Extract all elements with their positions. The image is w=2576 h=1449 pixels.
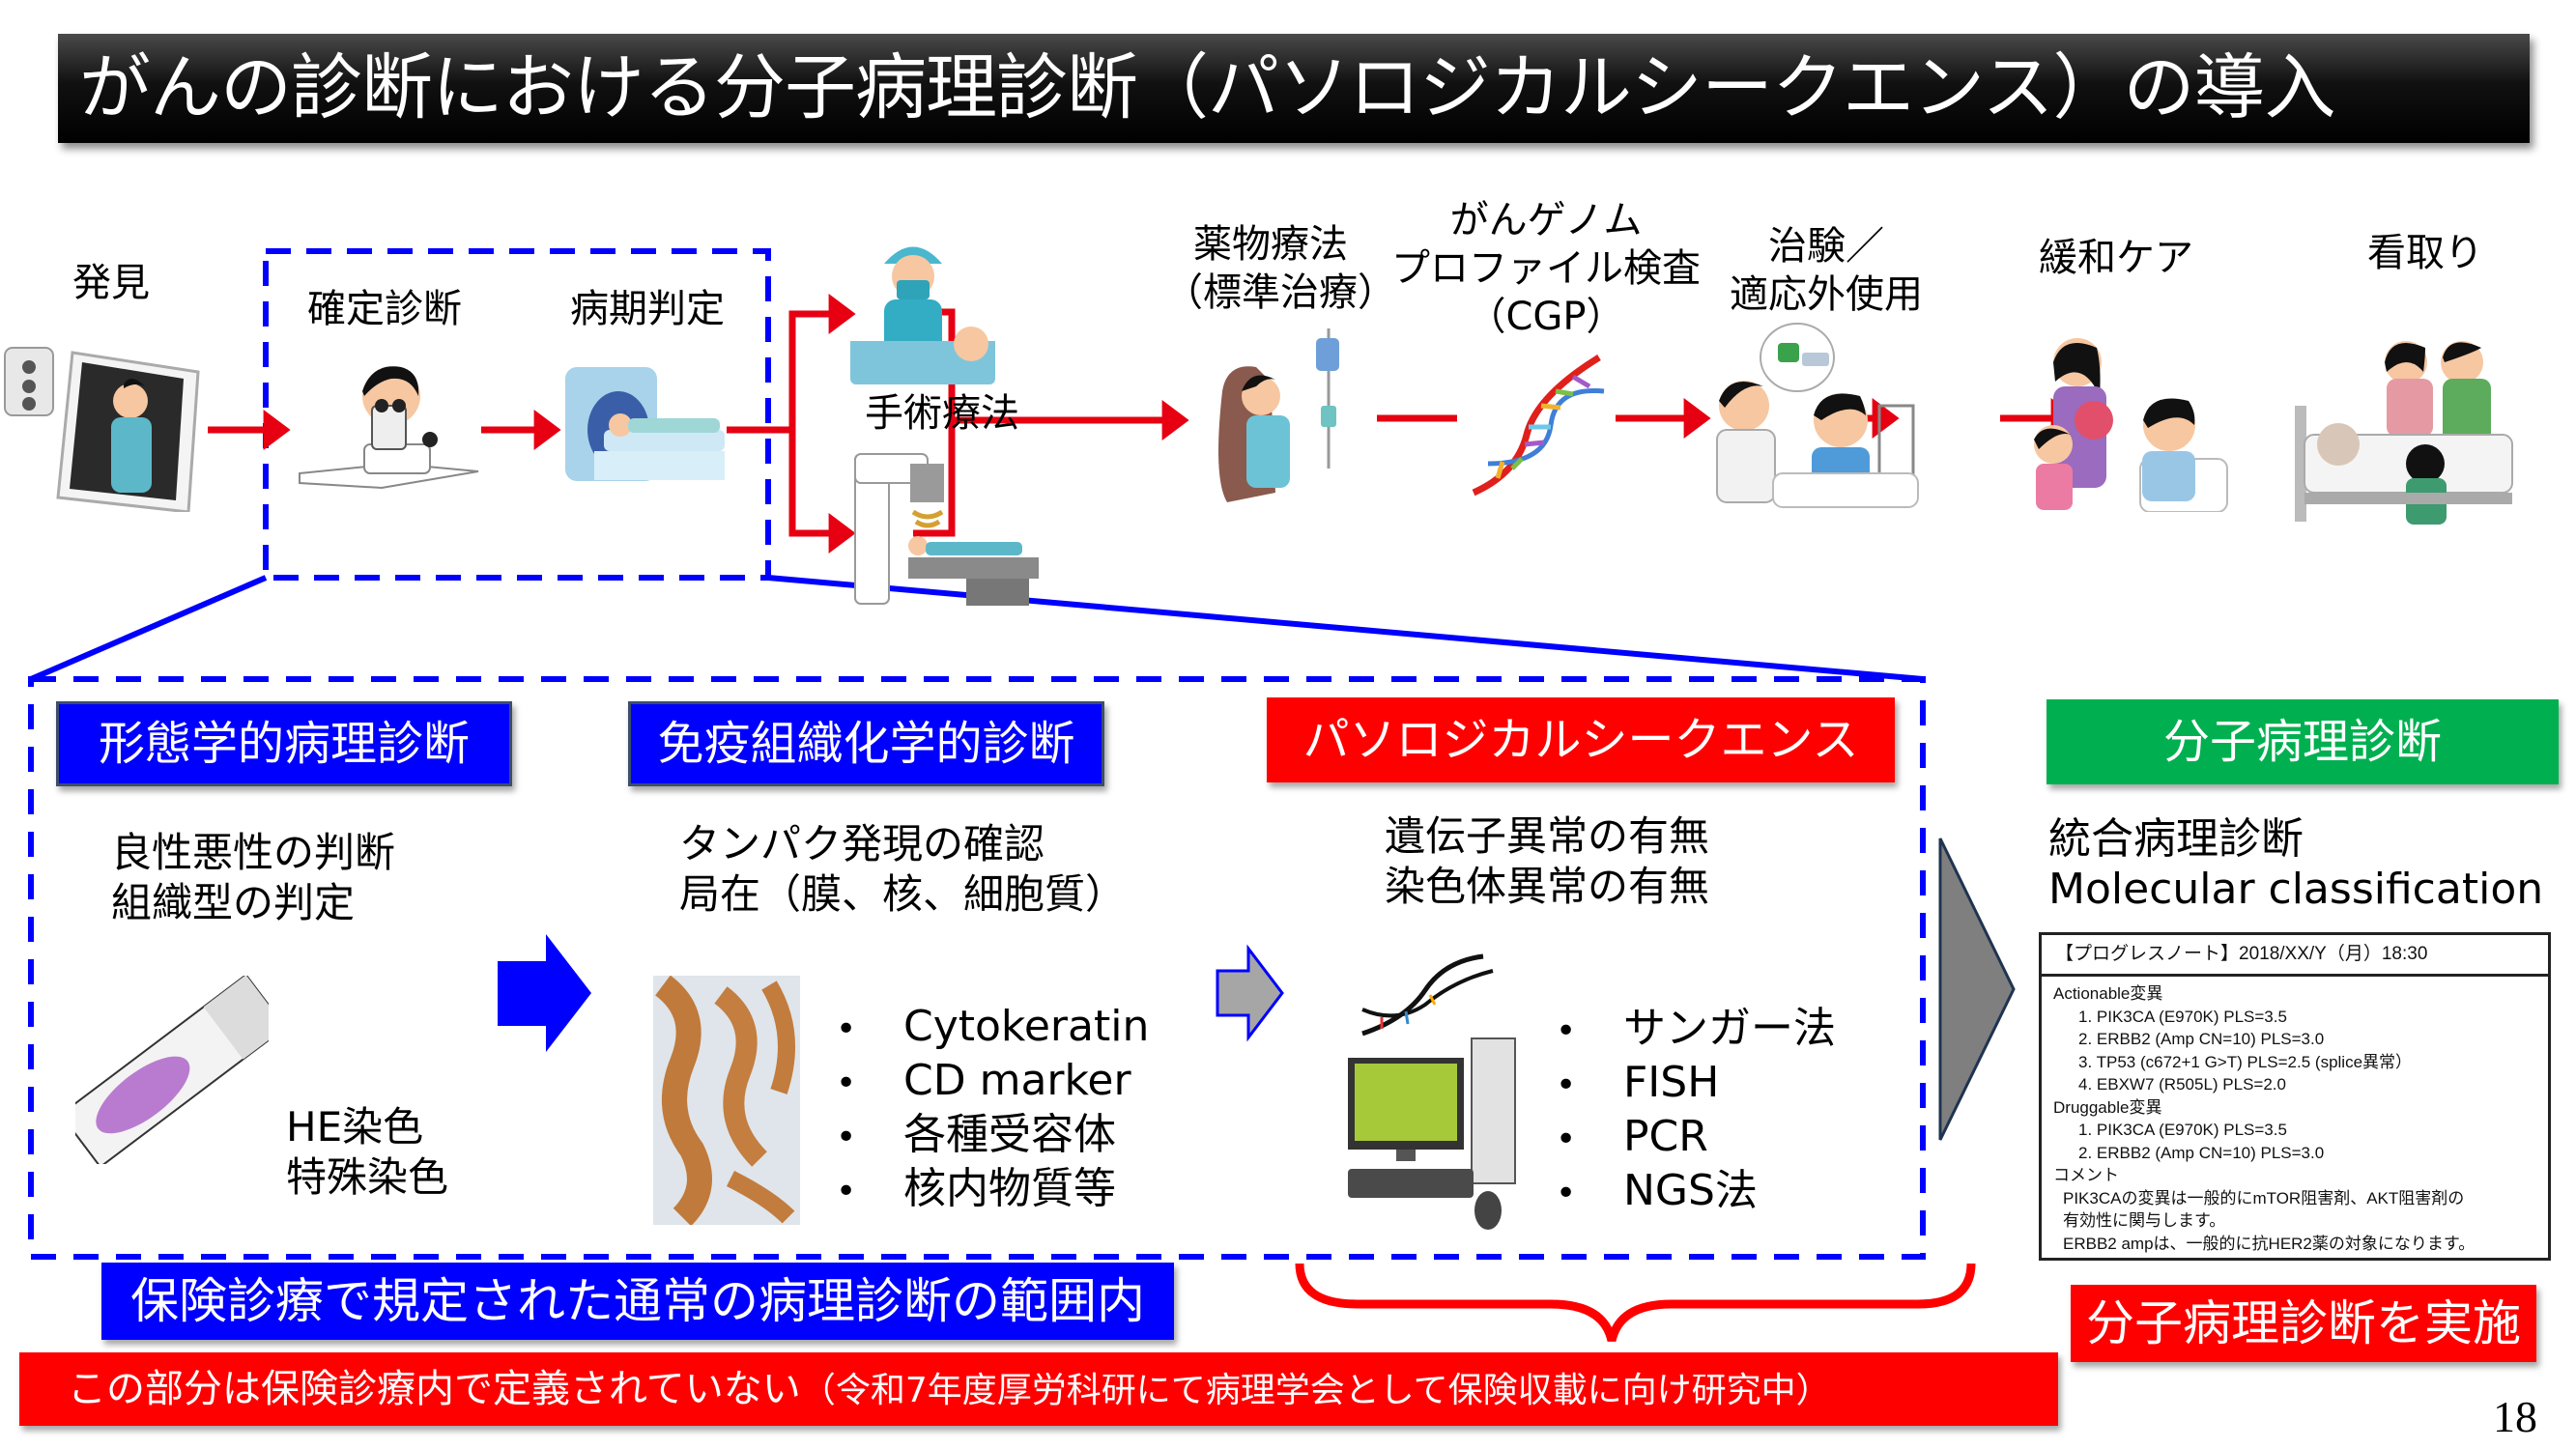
marker-item: CD marker: [826, 1055, 1149, 1109]
sequence-description: 遺伝子異常の有無 染色体異常の有無: [1385, 811, 1709, 912]
stain-list: HE染色 特殊染色: [286, 1102, 448, 1203]
flow-label-line: （CGP）: [1467, 295, 1625, 339]
not-defined-main: この部分は保険診療内で定義されていない: [68, 1367, 801, 1411]
molecular-diagnosis-action-badge: 分子病理診断を実施: [2071, 1285, 2536, 1362]
header-molecular-pathology: 分子病理診断: [2046, 699, 2559, 784]
report-heading: 【プログレスノート】2018/XX/Y（月）18:30: [2042, 935, 2548, 977]
flow-label-discovery: 発見: [72, 261, 150, 305]
surgeon-operating-icon: [850, 246, 995, 384]
flow-label-staging: 病期判定: [570, 287, 725, 331]
progress-note-report: 【プログレスノート】2018/XX/Y（月）18:30 Actionable変異…: [2039, 932, 2551, 1261]
xray-patient-icon: [4, 347, 200, 512]
arrow-morph-to-ihc: [498, 934, 591, 1052]
ihc-tissue-image: [653, 976, 800, 1225]
pathology-dashed-box: [28, 676, 1926, 1260]
marker-item: Cytokeratin: [826, 1001, 1149, 1055]
ihc-marker-list: Cytokeratin CD marker 各種受容体 核内物質等: [826, 1001, 1149, 1217]
flow-label-line: 治験／: [1768, 224, 1884, 269]
molecular-description: 統合病理診断 Molecular classification: [2048, 814, 2543, 915]
flow-label-line: がんゲノム: [1449, 198, 1643, 242]
brace: [1295, 1263, 1976, 1343]
comment-line: 有効性に関与します。: [2063, 1211, 2226, 1230]
actionable-item: 2. ERBB2 (Amp CN=10) PLS=3.0: [2078, 1030, 2325, 1048]
iv-drip-patient-icon: [1218, 328, 1339, 502]
doctor-patient-consult-icon: [1716, 323, 1919, 508]
family-visit-icon: [2034, 338, 2228, 512]
diagnosis-dashed-box: [263, 248, 771, 581]
insured-scope-banner: 保険診療で規定された通常の病理診断の範囲内: [101, 1263, 1174, 1340]
flow-label-definitive-diagnosis: 確定診断: [307, 287, 462, 331]
method-item: PCR: [1546, 1111, 1836, 1165]
description-line: 局在（膜、核、細胞質）: [679, 870, 1127, 918]
bedside-family-icon: [2295, 341, 2513, 525]
method-item: サンガー法: [1546, 1003, 1836, 1057]
computer-dna-icon: [1348, 953, 1516, 1230]
description-line: 良性悪性の判断: [111, 829, 396, 876]
description-line: 染色体異常の有無: [1385, 863, 1710, 910]
flow-label-palliative: 緩和ケア: [2039, 236, 2193, 280]
flow-label-drug-therapy: 薬物療法 （標準治療）: [1164, 220, 1396, 317]
description-line: 組織型の判定: [111, 879, 356, 926]
druggable-title: Druggable変異: [2053, 1097, 2162, 1117]
description-line: 遺伝子異常の有無: [1385, 812, 1710, 860]
comment-title: コメント: [2053, 1166, 2119, 1184]
description-line: タンパク発現の確認: [679, 820, 1045, 867]
radiation-therapy-icon: [854, 453, 1039, 606]
ct-scanner-icon: [565, 367, 725, 481]
flow-label-cgp: がんゲノム プロファイル検査 （CGP）: [1382, 196, 1710, 341]
method-item: FISH: [1546, 1057, 1836, 1111]
flow-label-line: 薬物療法: [1193, 222, 1348, 267]
stain-item: 特殊染色: [286, 1153, 449, 1201]
zoom-line-right: [767, 575, 1924, 682]
morphology-description: 良性悪性の判断 組織型の判定: [111, 828, 395, 928]
flow-label-line: （標準治療）: [1164, 270, 1396, 315]
actionable-item: 1. PIK3CA (E970K) PLS=3.5: [2078, 1007, 2287, 1026]
flow-label-trial: 治験／ 適応外使用: [1715, 222, 1937, 319]
page-number: 18: [2493, 1392, 2537, 1441]
druggable-item: 1. PIK3CA (E970K) PLS=3.5: [2078, 1121, 2287, 1139]
actionable-title: Actionable変異: [2053, 984, 2163, 1003]
not-defined-note: （令和7年度厚労科研にて病理学会として保険収載に向け研究中）: [800, 1371, 1831, 1410]
description-line: 統合病理診断: [2048, 814, 2304, 864]
branch-lower: [788, 430, 856, 554]
druggable-item: 2. ERBB2 (Amp CN=10) PLS=3.0: [2078, 1143, 2325, 1162]
flow-label-end-of-life: 看取り: [2367, 231, 2483, 275]
slide-title: がんの診断における分子病理診断（パソロジカルシークエンス）の導入: [58, 34, 2530, 143]
he-slide-icon: [75, 976, 269, 1164]
ihc-description: タンパク発現の確認 局在（膜、核、細胞質）: [679, 819, 1126, 920]
dna-helix-icon: [1472, 355, 1605, 497]
arrow-ihc-to-seq: [1216, 944, 1284, 1042]
zoom-line-left: [29, 575, 268, 682]
marker-item: 核内物質等: [826, 1163, 1149, 1217]
arrow-to-molecular: [1938, 838, 2016, 1141]
sequence-method-list: サンガー法 FISH PCR NGS法: [1546, 1003, 1836, 1219]
branch-upper: [788, 294, 856, 430]
not-defined-banner: この部分は保険診療内で定義されていない（令和7年度厚労科研にて病理学会として保険…: [19, 1352, 2058, 1426]
marker-item: 各種受容体: [826, 1109, 1149, 1163]
header-pathological-sequence: パソロジカルシークエンス: [1267, 697, 1895, 782]
flow-label-surgery: 手術療法: [865, 391, 1019, 436]
header-morphology: 形態学的病理診断: [56, 701, 512, 786]
doctor-microscope-icon: [299, 366, 479, 490]
header-ihc: 免疫組織化学的診断: [628, 701, 1104, 786]
actionable-item: 4. EBXW7 (R505L) PLS=2.0: [2078, 1075, 2286, 1094]
comment-line: PIK3CAの変異は一般的にmTOR阻害剤、AKT阻害剤の: [2063, 1188, 2465, 1208]
description-line: Molecular classification: [2048, 865, 2544, 914]
stain-item: HE染色: [286, 1103, 424, 1151]
comment-line: ERBB2 ampは、一般的に抗HER2薬の対象になります。: [2063, 1234, 2476, 1253]
method-item: NGS法: [1546, 1165, 1836, 1219]
flow-label-line: プロファイル検査: [1391, 246, 1701, 291]
flow-label-line: 適応外使用: [1730, 272, 1923, 317]
actionable-item: 3. TP53 (c672+1 G>T) PLS=2.5 (splice異常）: [2078, 1052, 2413, 1071]
